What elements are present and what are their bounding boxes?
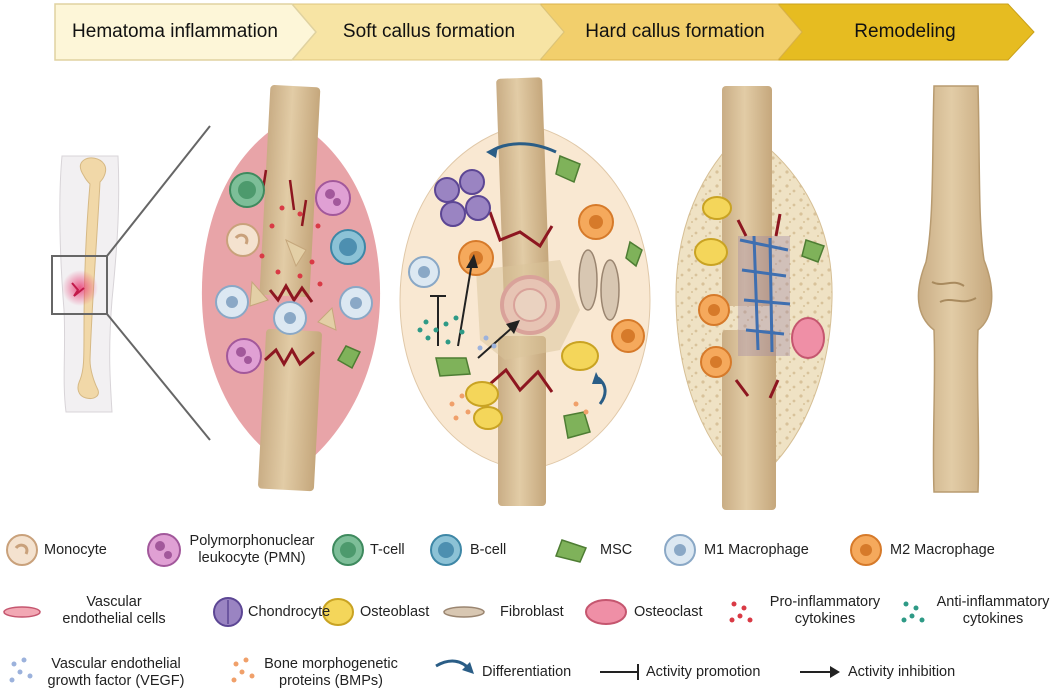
legend-pro-inflammatory: Pro-inflammatory cytokines: [760, 594, 890, 628]
legend-m2: M2 Macrophage: [890, 542, 995, 559]
legend-pmn-line1: Polymorphonuclear: [189, 533, 315, 549]
panel-hard-callus: [675, 86, 833, 510]
legend-proinf-line1: Pro-inflammatory: [769, 594, 881, 610]
legend-antiinf-line1: Anti-inflammatory: [936, 594, 1050, 610]
legend-monocyte: Monocyte: [44, 542, 107, 559]
legend-bmp: Bone morphogenetic proteins (BMPs): [256, 656, 406, 690]
legend-osteoblast: Osteoblast: [360, 604, 429, 621]
legend-osteoclast: Osteoclast: [634, 604, 703, 621]
legend-fibroblast-label: Fibroblast: [500, 604, 564, 620]
legend-antiinf-line2: cytokines: [962, 611, 1024, 627]
legend-vascular-line2: endothelial cells: [62, 611, 166, 627]
stage-banner: [54, 3, 1035, 61]
legend-pmn: Polymorphonuclear leukocyte (PMN): [186, 533, 318, 567]
legend-monocyte-label: Monocyte: [44, 542, 107, 558]
legend-msc-label: MSC: [600, 542, 633, 558]
legend-vascular-line1: Vascular: [86, 594, 142, 610]
anti-inflammatory-cytokines-icon: [901, 601, 925, 623]
fibroblast-icon: [443, 606, 485, 618]
tcell-icon: [332, 534, 364, 566]
legend-m1: M1 Macrophage: [704, 542, 809, 559]
legend-vegf: Vascular endothelial growth factor (VEGF…: [36, 656, 196, 690]
bcell-icon: [430, 534, 462, 566]
legend-differentiation: Differentiation: [482, 664, 571, 681]
legend-chondrocyte: Chondrocyte: [248, 604, 330, 621]
osteoclast-icon: [585, 599, 627, 625]
vegf-icon: [9, 657, 33, 683]
activity-inhibition-icon: [800, 666, 840, 678]
bmp-icon: [231, 657, 255, 683]
legend-osteoclast-label: Osteoclast: [634, 604, 703, 620]
legend-bcell: B-cell: [470, 542, 506, 559]
legend-tcell-label: T-cell: [370, 542, 405, 558]
panel-remodeling: [917, 85, 993, 493]
vascular-endothelial-icon: [3, 606, 41, 618]
legend-bmp-line2: proteins (BMPs): [279, 673, 383, 689]
legend-tcell: T-cell: [370, 542, 405, 559]
legend-osteoblast-label: Osteoblast: [360, 604, 430, 620]
osteoblast-icon: [322, 598, 354, 626]
legend-differentiation-label: Differentiation: [482, 664, 572, 680]
legend-vegf-line1: Vascular endothelial: [51, 656, 181, 672]
legend-icons: [3, 533, 925, 683]
pmn-icon: [147, 533, 181, 567]
legend-msc: MSC: [600, 542, 632, 559]
chondrocyte-cluster: [434, 169, 491, 227]
chondrocyte-icon: [213, 597, 243, 627]
monocyte-icon: [6, 534, 38, 566]
m2-macrophage-icon: [850, 534, 882, 566]
legend-m1-label: M1 Macrophage: [704, 542, 809, 558]
msc-icon: [555, 539, 588, 563]
stage-arrow-remodeling: [776, 3, 1035, 61]
panel-hematoma: [201, 85, 381, 492]
stage-arrow-hematoma: [54, 3, 317, 61]
stage-arrow-hard-callus: [538, 3, 803, 61]
activity-promotion-icon: [600, 664, 639, 680]
legend-bmp-line1: Bone morphogenetic: [264, 656, 398, 672]
legend-activity-inhibition: Activity inhibition: [848, 664, 955, 681]
legend-inhibition-label: Activity inhibition: [848, 664, 956, 680]
legend-anti-inflammatory: Anti-inflammatory cytokines: [928, 594, 1058, 628]
legend-vascular-endothelial: Vascular endothelial cells: [44, 594, 184, 628]
legend-activity-promotion: Activity promotion: [646, 664, 760, 681]
legend-fibroblast: Fibroblast: [500, 604, 564, 621]
legend-chondrocyte-label: Chondrocyte: [248, 604, 331, 620]
panel-soft-callus: [399, 77, 651, 506]
m1-macrophage-icon: [664, 534, 696, 566]
stage-arrow-soft-callus: [290, 3, 565, 61]
legend-vegf-line2: growth factor (VEGF): [47, 673, 185, 689]
leg-illustration: [59, 155, 120, 413]
legend-promotion-label: Activity promotion: [646, 664, 761, 680]
legend-bcell-label: B-cell: [470, 542, 507, 558]
pro-inflammatory-cytokines-icon: [729, 601, 753, 623]
differentiation-arrow-icon: [435, 659, 474, 674]
legend-pmn-line2: leukocyte (PMN): [198, 550, 306, 566]
legend-m2-label: M2 Macrophage: [890, 542, 995, 558]
legend-proinf-line2: cytokines: [794, 611, 856, 627]
zoom-box: [51, 255, 108, 315]
